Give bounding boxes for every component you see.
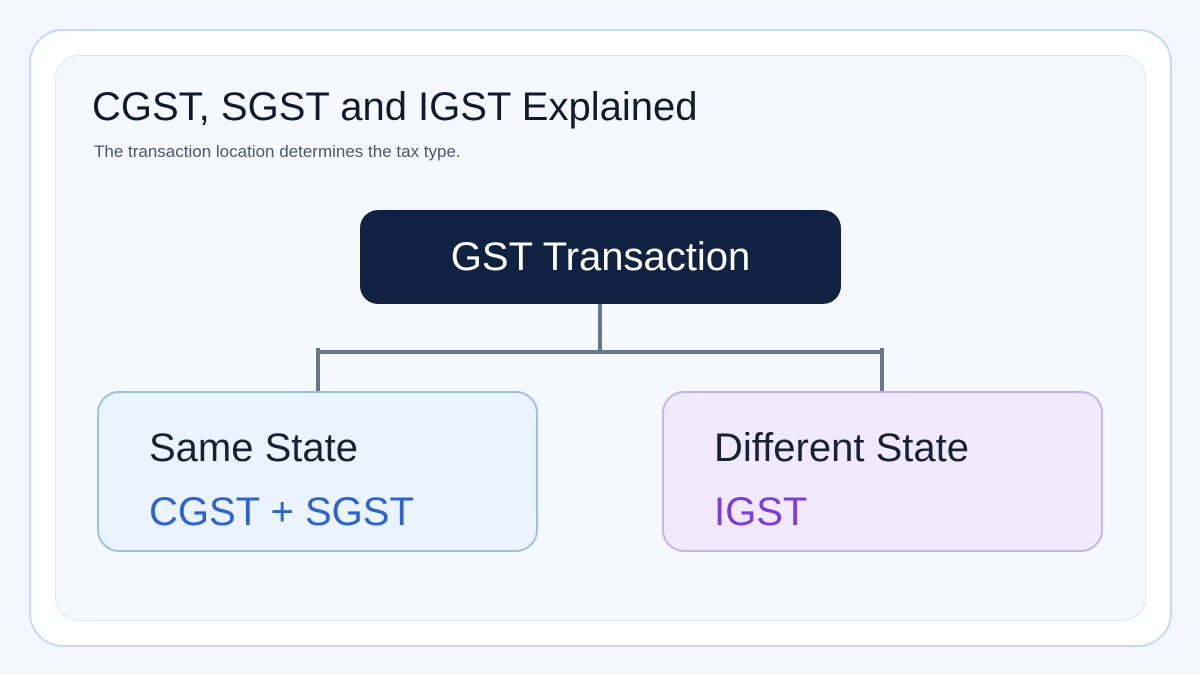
diagram-subtitle: The transaction location determines the …: [94, 142, 461, 161]
branch-node-different-state: Different State IGST: [662, 391, 1103, 552]
diagram-title: CGST, SGST and IGST Explained: [92, 85, 698, 129]
branch-tax-cgst-sgst: CGST + SGST: [149, 490, 414, 534]
branch-label-same-state: Same State: [149, 426, 359, 470]
branch-node-same-state: Same State CGST + SGST: [97, 391, 538, 552]
branch-tax-igst: IGST: [714, 490, 808, 534]
root-node-label: GST Transaction: [450, 235, 751, 279]
connector-line: [316, 302, 884, 392]
branch-label-different-state: Different State: [714, 426, 969, 470]
root-node-gst-transaction: GST Transaction: [360, 210, 841, 304]
